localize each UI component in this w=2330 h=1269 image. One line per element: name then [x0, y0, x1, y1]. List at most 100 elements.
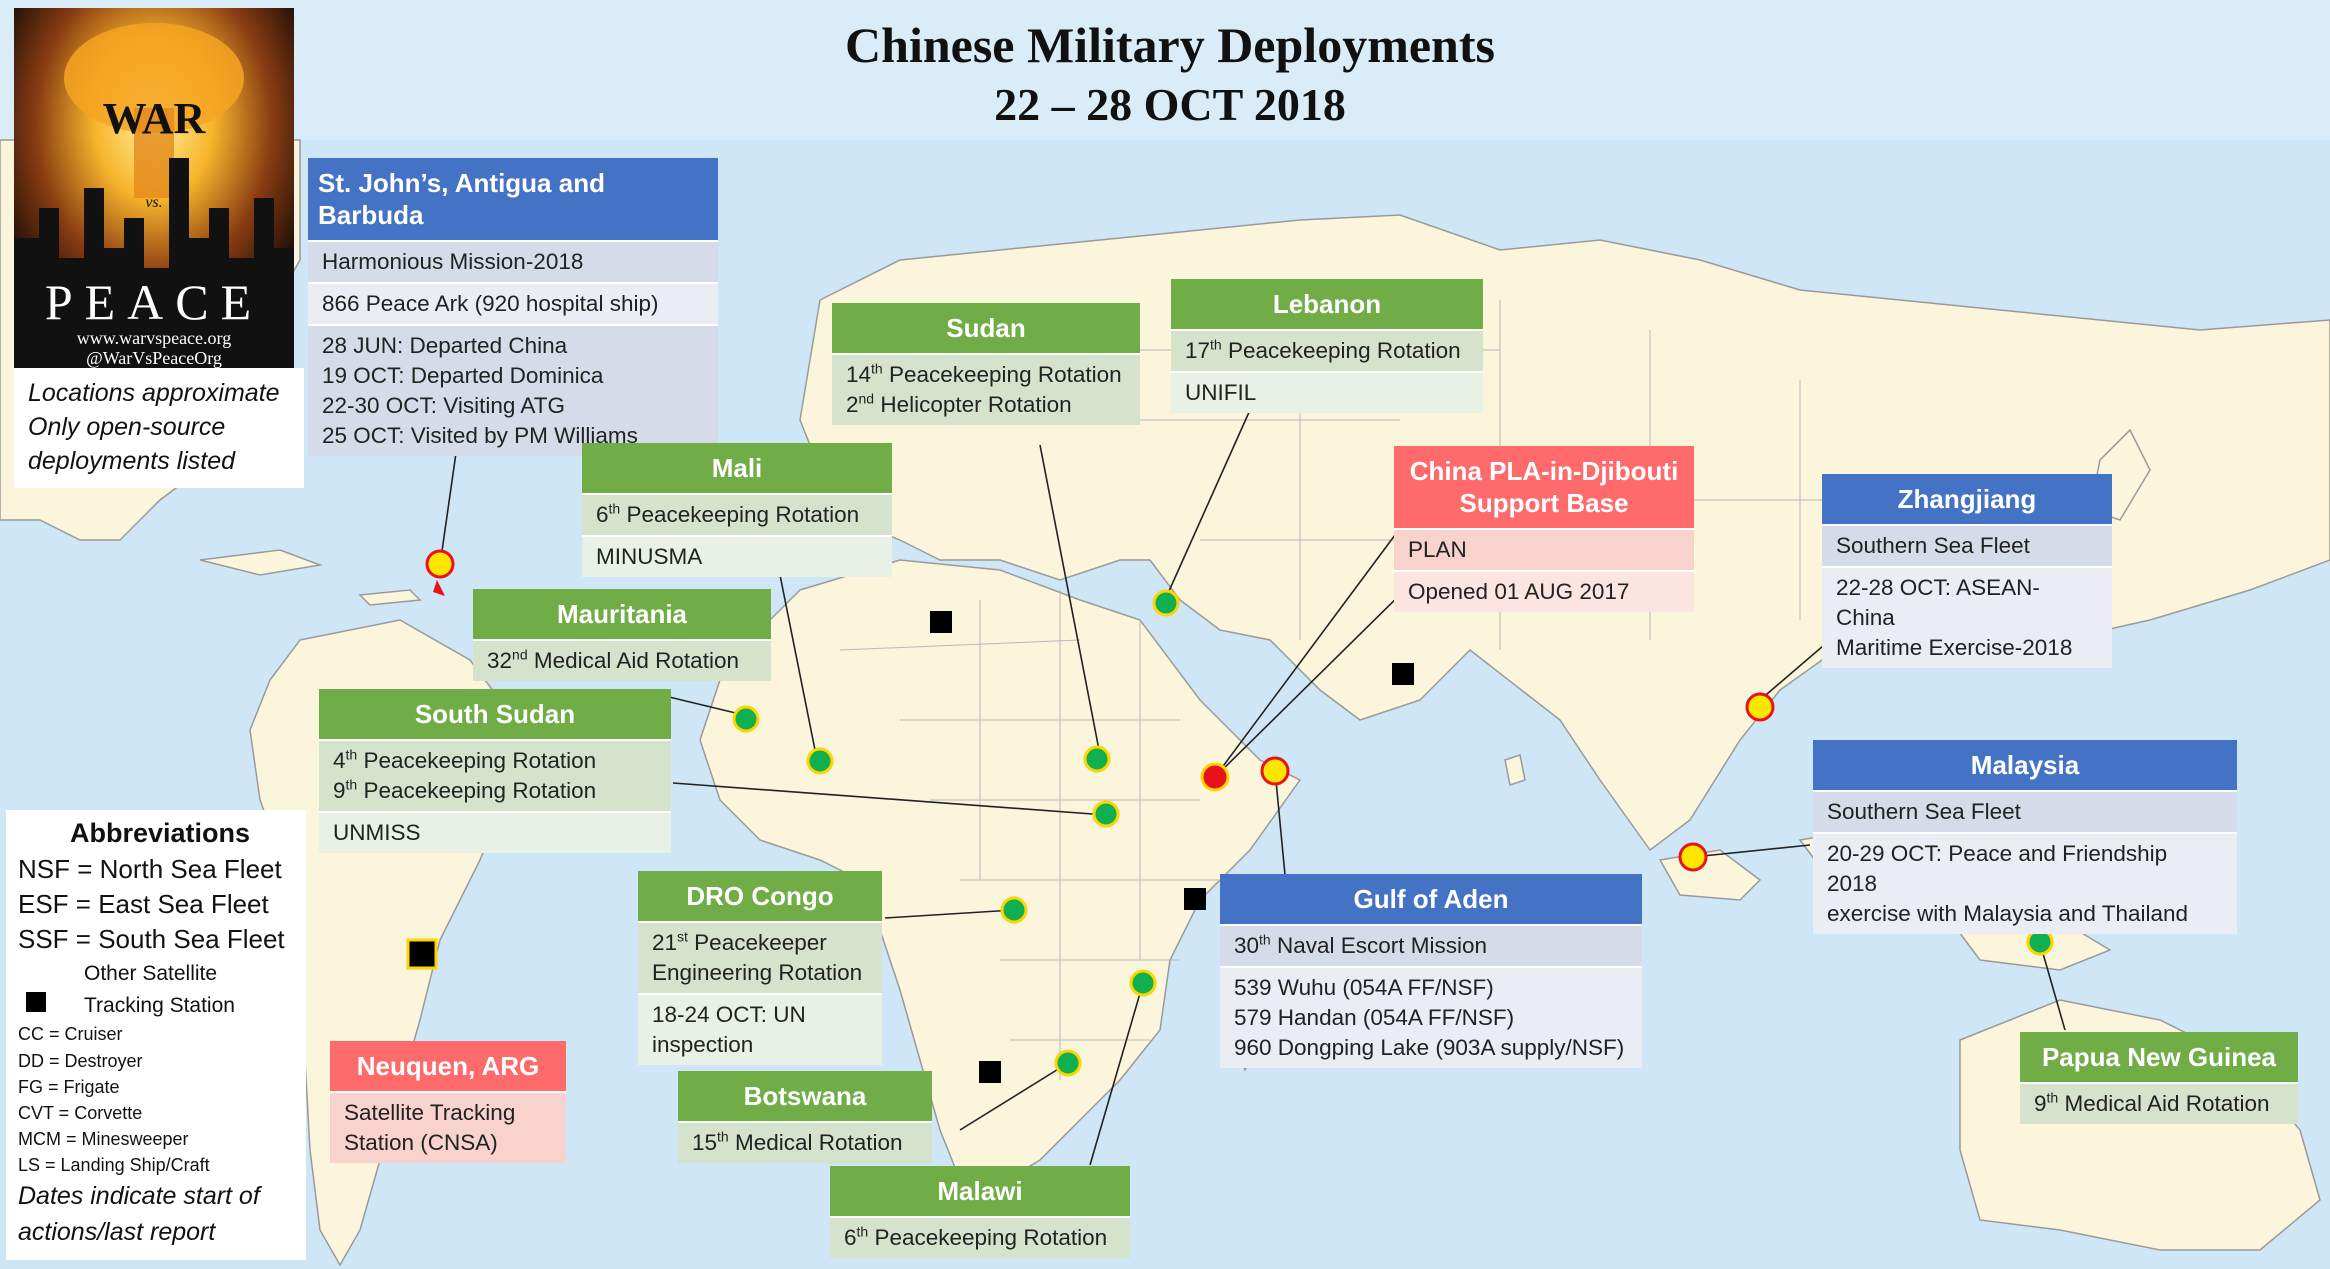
aden-ships: 539 Wuhu (054A FF/NSF) 579 Handan (054A …: [1220, 966, 1642, 1068]
abbr-dates-2: actions/last report: [18, 1218, 216, 1246]
malaysia-header: Malaysia: [1813, 740, 2237, 790]
note-line: deployments listed: [28, 447, 236, 475]
gulf-of-aden-callout: Gulf of Aden 30th Naval Escort Mission 5…: [1220, 874, 1642, 1068]
notes-panel: [14, 368, 304, 488]
logo-peace-text: PEACE: [44, 274, 264, 330]
rotation-text: Medical Rotation: [728, 1130, 903, 1155]
abbreviations-heading: Abbreviations: [70, 818, 251, 848]
antigua-mission: Harmonious Mission-2018: [308, 240, 718, 282]
title-line-1: Chinese Military Deployments: [845, 17, 1495, 73]
logo-war-text: WAR: [102, 94, 206, 143]
ordinal-number: 21: [652, 930, 678, 955]
page-title: Chinese Military Deployments 22 – 28 OCT…: [600, 14, 1740, 134]
abbr-sat-1: Other Satellite: [84, 962, 218, 985]
ship-entry: 579 Handan (054A FF/NSF): [1234, 1005, 1515, 1030]
leader-lines: [439, 409, 2066, 1166]
ordinal-suffix: th: [2046, 1089, 2059, 1106]
ordinal-number: 4: [333, 748, 346, 773]
lebanon-mission: UNIFIL: [1171, 371, 1483, 413]
ordinal-number: 14: [846, 362, 872, 387]
note-line: Locations approximate: [28, 379, 280, 407]
congo-rotation: 21st Peacekeeper Engineering Rotation: [638, 921, 882, 993]
ordinal-number: 17: [1185, 338, 1211, 363]
timeline-entry: 19 OCT: Departed Dominica: [322, 363, 604, 388]
war-vs-peace-logo: WAR vs. PEACE www.warvspeace.org @WarVsP…: [14, 8, 294, 368]
botswana-header: Botswana: [678, 1071, 932, 1121]
rotation-text: Peacekeeping Rotation: [620, 502, 860, 527]
satellite-station-markers: [930, 611, 1414, 1083]
mali-header: Mali: [582, 443, 892, 493]
neuquen-station: Satellite Tracking Station (CNSA): [330, 1091, 566, 1163]
congo-inspection: 18-24 OCT: UN inspection: [638, 993, 882, 1065]
djibouti-header-line: China PLA-in-Djibouti: [1409, 456, 1679, 486]
rotation-text: Peacekeeping Rotation: [1221, 338, 1461, 363]
abbreviations-panel: Abbreviations NSF = North Sea Fleet ESF …: [6, 810, 306, 1260]
botswana-callout: Botswana 15th Medical Rotation: [678, 1071, 932, 1163]
abbr-dates-1: Dates indicate start of: [18, 1182, 260, 1210]
south-sudan-rotations: 4th Peacekeeping Rotation 9th Peacekeepi…: [319, 739, 671, 811]
ordinal-number: 30: [1234, 933, 1260, 958]
zhangjiang-header: Zhangjiang: [1822, 474, 2112, 524]
mission-text: Naval Escort Mission: [1270, 933, 1488, 958]
note-line: Only open-source: [28, 413, 226, 441]
timeline-entry: 28 JUN: Departed China: [322, 333, 568, 358]
zhangjiang-callout: Zhangjiang Southern Sea Fleet 22-28 OCT:…: [1822, 474, 2112, 668]
rotation-text: Peacekeeping Rotation: [357, 778, 597, 803]
logo-url: www.warvspeace.org: [76, 328, 232, 348]
neuquen-header: Neuquen, ARG: [330, 1041, 566, 1091]
exercise-line: Maritime Exercise-2018: [1836, 635, 2073, 660]
lebanon-header: Lebanon: [1171, 279, 1483, 329]
neuquen-callout: Neuquen, ARG Satellite Tracking Station …: [330, 1041, 566, 1163]
rotation-text: Peacekeeping Rotation: [882, 362, 1122, 387]
rotation-text: Helicopter Rotation: [874, 392, 1072, 417]
djibouti-header: China PLA-in-Djibouti Support Base: [1394, 446, 1694, 528]
abbr-sat-2: Tracking Station: [84, 994, 235, 1017]
exercise-line: exercise with Malaysia and Thailand: [1827, 901, 2189, 926]
mauritania-header: Mauritania: [473, 589, 771, 639]
djibouti-callout: China PLA-in-Djibouti Support Base PLAN …: [1394, 446, 1694, 612]
abbr-cvt: CVT = Corvette: [18, 1103, 143, 1123]
djibouti-operator: PLAN: [1394, 528, 1694, 570]
ordinal-number: 32: [487, 648, 513, 673]
rotation-text: Engineering Rotation: [652, 960, 863, 985]
inspection-line: inspection: [652, 1032, 754, 1057]
antigua-callout: St. John’s, Antigua and Barbuda Harmonio…: [308, 158, 718, 456]
rotation-text: Medical Aid Rotation: [2058, 1091, 2270, 1116]
djibouti-base-marker: [1200, 762, 1230, 792]
abbr-dd: DD = Destroyer: [18, 1051, 143, 1071]
peacekeeping-markers: [732, 589, 2054, 1077]
inspection-line: 18-24 OCT: UN: [652, 1002, 806, 1027]
malawi-header: Malawi: [830, 1166, 1130, 1216]
ordinal-suffix: th: [856, 1223, 869, 1240]
abbr-mcm: MCM = Minesweeper: [18, 1129, 189, 1149]
ordinal-suffix: th: [345, 746, 358, 763]
rotation-text: Peacekeeping Rotation: [357, 748, 597, 773]
satellite-legend-icon: [26, 992, 46, 1012]
station-line: Satellite Tracking: [344, 1100, 516, 1125]
ordinal-suffix: th: [1259, 931, 1271, 948]
aden-header: Gulf of Aden: [1220, 874, 1642, 924]
ordinal-number: 6: [844, 1225, 857, 1250]
antigua-ship: 866 Peace Ark (920 hospital ship): [308, 282, 718, 324]
ordinal-number: 15: [692, 1130, 718, 1155]
station-line: Station (CNSA): [344, 1130, 498, 1155]
timeline-entry: 22-30 OCT: Visiting ATG: [322, 393, 566, 418]
logo-vs-text: vs.: [145, 194, 163, 211]
ordinal-suffix: st: [677, 928, 688, 945]
naval-markers: [425, 549, 1775, 872]
malaysia-exercise: 20-29 OCT: Peace and Friendship 2018 exe…: [1813, 832, 2237, 934]
abbr-ls: LS = Landing Ship/Craft: [18, 1155, 210, 1175]
rotation-text: Peacekeeping Rotation: [868, 1225, 1108, 1250]
ordinal-suffix: th: [345, 776, 358, 793]
logo-handle: @WarVsPeaceOrg: [86, 348, 222, 368]
mauritania-callout: Mauritania 32nd Medical Aid Rotation: [473, 589, 771, 681]
antigua-timeline: 28 JUN: Departed China 19 OCT: Departed …: [308, 324, 718, 456]
antigua-header: St. John’s, Antigua and Barbuda: [308, 158, 718, 240]
rotation-text: Peacekeeper: [687, 930, 827, 955]
ordinal-suffix: nd: [512, 646, 528, 663]
congo-header: DRO Congo: [638, 871, 882, 921]
mali-callout: Mali 6th Peacekeeping Rotation MINUSMA: [582, 443, 892, 577]
ordinal-number: 9: [333, 778, 346, 803]
lebanon-callout: Lebanon 17th Peacekeeping Rotation UNIFI…: [1171, 279, 1483, 413]
malaysia-callout: Malaysia Southern Sea Fleet 20-29 OCT: P…: [1813, 740, 2237, 934]
